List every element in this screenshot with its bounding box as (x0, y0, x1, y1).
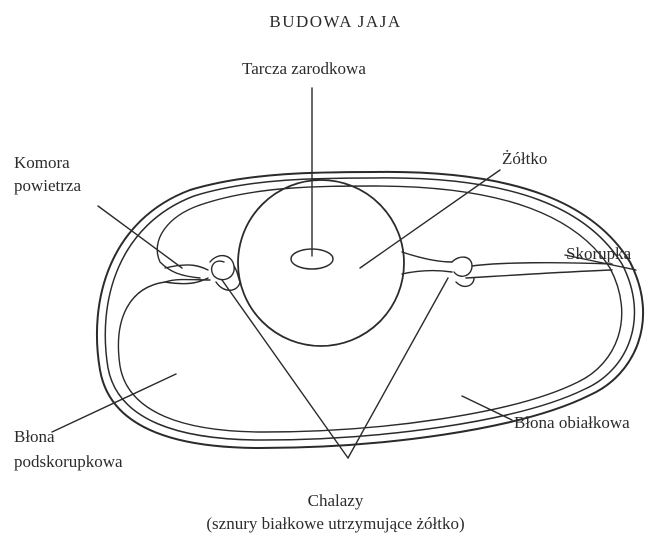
label-skorupka: Skorupka (566, 243, 631, 264)
label-zoltko: Żółtko (502, 148, 547, 169)
air-chamber-outline (157, 205, 200, 278)
shell-membrane-outline (105, 178, 634, 440)
label-tarcza-zarodkowa: Tarcza zarodkowa (242, 58, 366, 79)
albumen-membrane-outline (118, 186, 621, 432)
leader-komora (98, 206, 182, 268)
label-chalazy-note: (sznury białkowe utrzymujące żółtko) (0, 513, 671, 534)
label-blona-obialkowa: Błona obiałkowa (514, 412, 630, 433)
label-blona-line1: Błona (14, 426, 55, 447)
label-komora-line1: Komora (14, 152, 70, 173)
leader-zoltko (360, 170, 500, 268)
label-chalazy: Chalazy (0, 490, 671, 511)
label-komora-line2: powietrza (14, 175, 81, 196)
shell-outer-outline (97, 172, 643, 448)
leader-blona-obialkowa (462, 396, 512, 420)
leader-chalazy-right (348, 278, 448, 458)
label-blona-line2: podskorupkowa (14, 451, 123, 472)
yolk-circle (238, 180, 404, 346)
